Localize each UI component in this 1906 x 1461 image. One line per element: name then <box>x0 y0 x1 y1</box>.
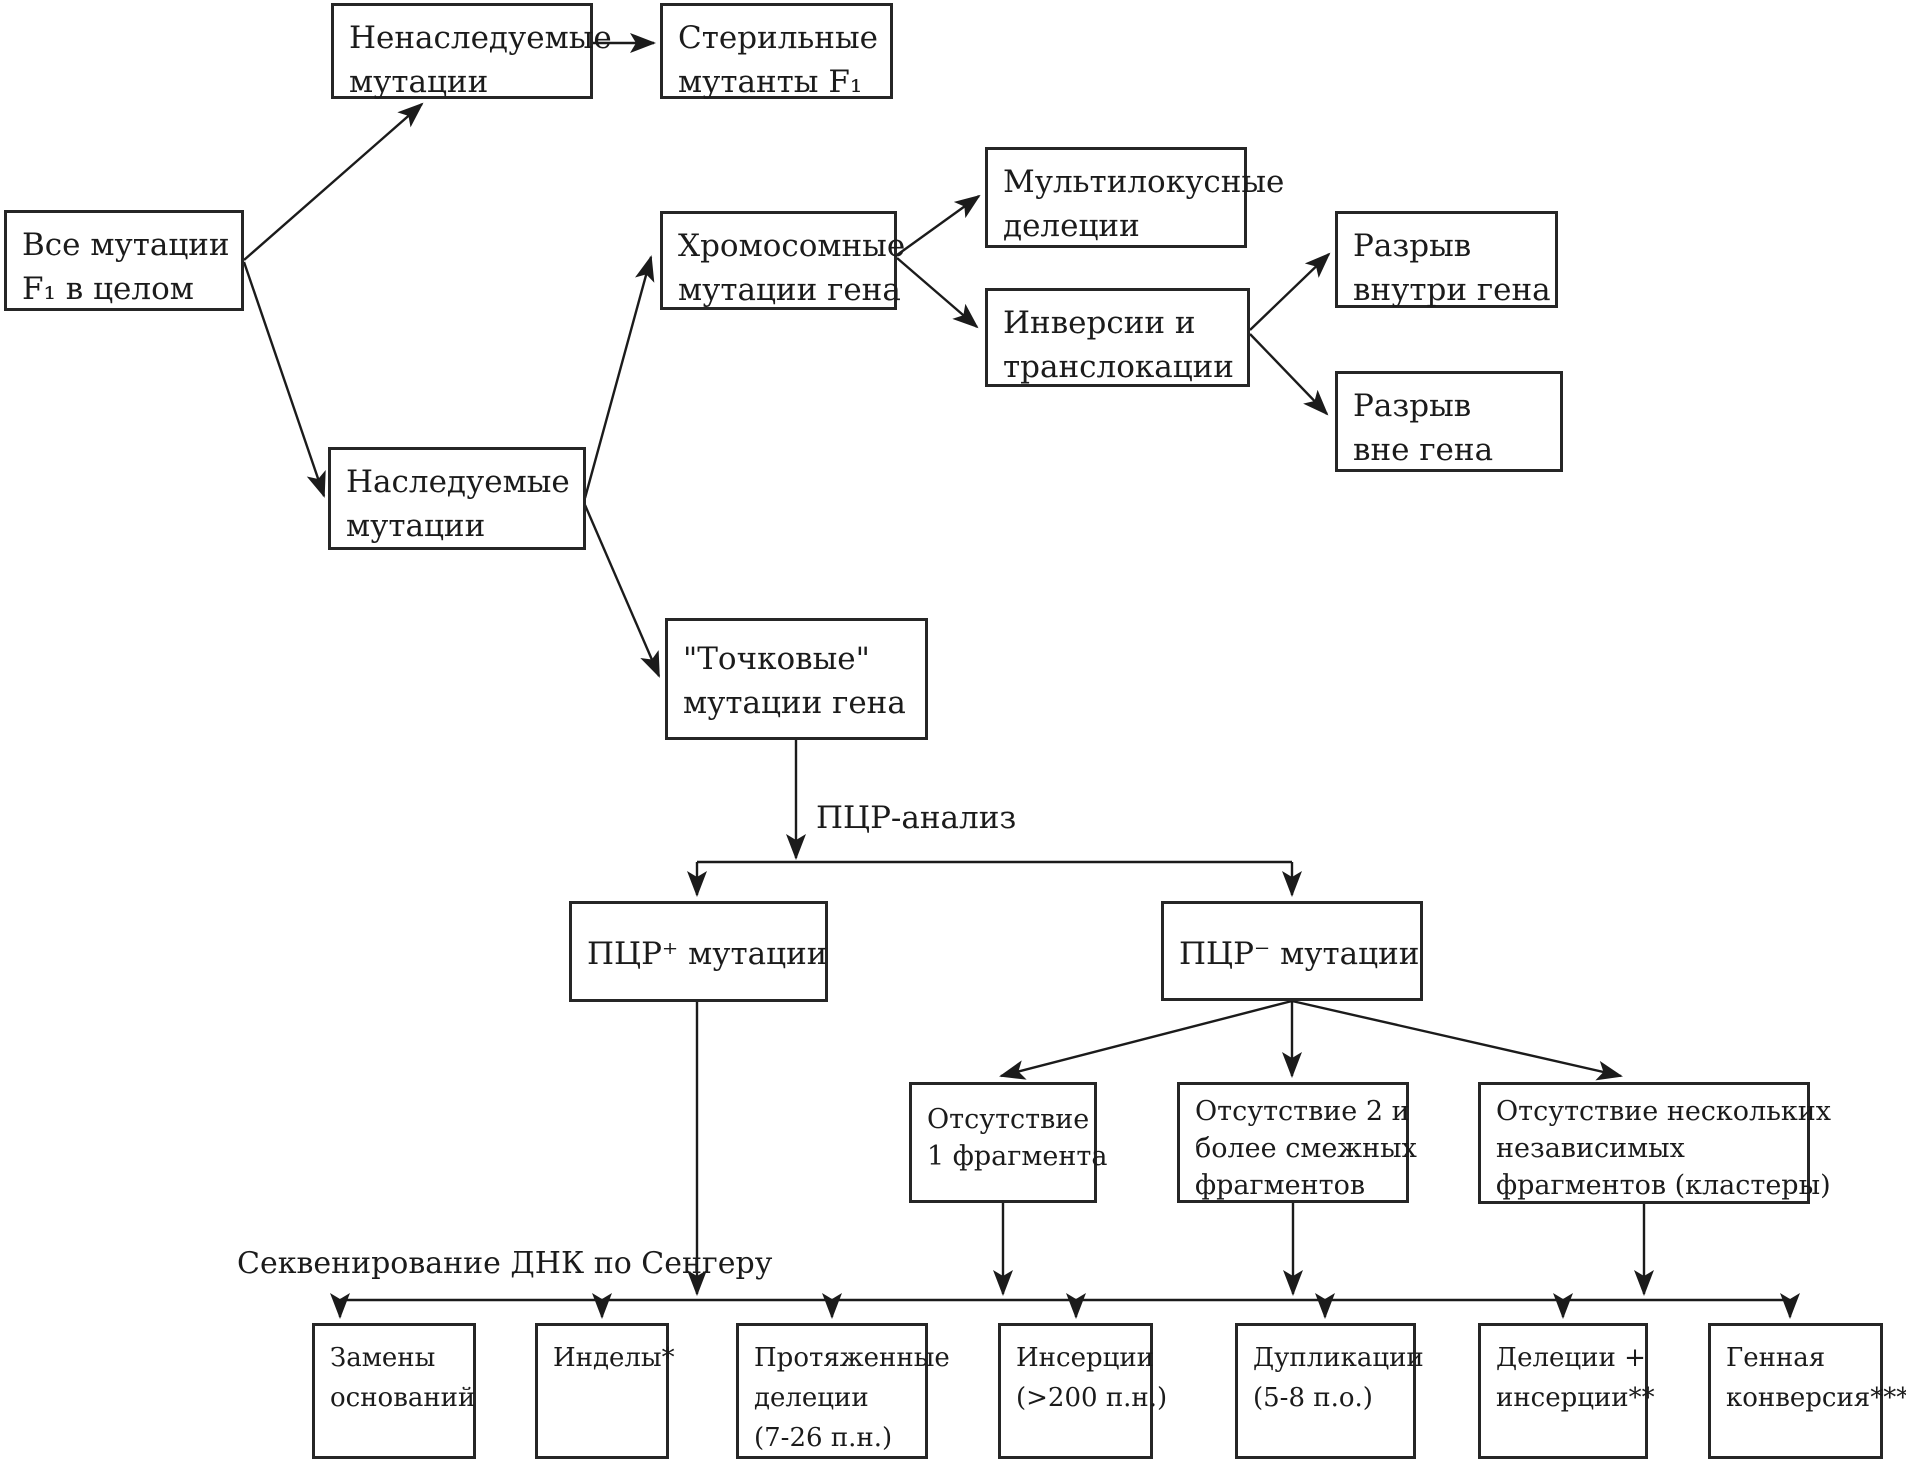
node-label: Ненаследуемые <box>349 20 612 56</box>
node-label: Наследуемые <box>346 464 570 500</box>
node-label: независимых <box>1496 1133 1685 1164</box>
node-absence-1-fragment: Отсутствие 1 фрагмента <box>909 1082 1108 1203</box>
node-long-deletions: Протяженные делеции (7-26 п.н.) <box>736 1323 950 1459</box>
arrow-all-to-heritable <box>242 261 326 498</box>
node-label: фрагментов (кластеры) <box>1496 1170 1831 1201</box>
arrow-all-to-nonheritable <box>243 102 424 261</box>
node-nonheritable-mutations: Ненаследуемые мутации <box>331 3 612 100</box>
node-label: мутанты F₁ <box>678 64 863 100</box>
arrow-heritable-to-point <box>583 504 661 678</box>
node-inversions-translocations: Инверсии и транслокации <box>985 288 1250 387</box>
node-label: Разрыв <box>1353 388 1472 424</box>
node-multilocus-deletions: Мультилокусные делеции <box>985 147 1285 248</box>
node-label: делеции <box>754 1383 869 1413</box>
node-label: мутации гена <box>678 272 901 308</box>
node-label: конверсия*** <box>1726 1383 1906 1413</box>
node-label: мутации <box>349 64 489 100</box>
node-label: 1 фрагмента <box>927 1141 1108 1172</box>
node-label: Все мутации <box>22 227 230 263</box>
node-label: Стерильные <box>678 20 878 56</box>
node-label: Протяженные <box>754 1343 950 1373</box>
node-point-mutations: "Точковые" мутации гена <box>665 618 928 740</box>
arrow-inversions-to-break-inside <box>1249 252 1331 331</box>
node-sterile-mutants: Стерильные мутанты F₁ <box>660 3 893 100</box>
node-label: Делеции + <box>1496 1343 1646 1373</box>
node-label: внутри гена <box>1353 272 1551 308</box>
node-label: Замены <box>330 1343 436 1373</box>
node-label: Инсерции <box>1016 1343 1154 1373</box>
arrow-inversions-to-break-outside <box>1249 333 1329 416</box>
node-heritable-mutations: Наследуемые мутации <box>328 447 586 550</box>
node-deletions-plus-insertions: Делеции + инсерции** <box>1478 1323 1655 1459</box>
node-label: ПЦР⁻ мутации <box>1179 936 1420 972</box>
node-label: "Точковые" <box>683 641 870 677</box>
node-label: Генная <box>1726 1343 1826 1373</box>
node-label: транслокации <box>1003 349 1234 385</box>
node-chromosomal-mutations: Хромосомные мутации гена <box>660 211 906 310</box>
node-insertions: Инсерции (>200 п.н.) <box>998 1323 1168 1459</box>
node-absence-2-adjacent-fragments: Отсутствие 2 и более смежных фрагментов <box>1177 1082 1417 1203</box>
pcr-analysis-label: ПЦР-анализ <box>816 800 1017 836</box>
node-label: (>200 п.н.) <box>1016 1383 1168 1413</box>
node-label: вне гена <box>1353 432 1494 468</box>
arrow-chromosomal-to-inversions <box>896 257 979 329</box>
node-label: Хромосомные <box>678 228 906 264</box>
node-duplications: Дупликации (5-8 п.о.) <box>1235 1323 1424 1459</box>
node-break-outside-gene: Разрыв вне гена <box>1335 371 1563 472</box>
node-gene-conversion: Генная конверсия*** <box>1708 1323 1906 1459</box>
node-label: F₁ в целом <box>22 271 194 307</box>
node-label: Отсутствие 2 и <box>1195 1096 1410 1127</box>
sanger-sequencing-label: Секвенирование ДНК по Сенгеру <box>237 1246 773 1281</box>
node-label: (7-26 п.н.) <box>754 1423 893 1453</box>
node-break-inside-gene: Разрыв внутри гена <box>1335 211 1558 308</box>
node-label: Разрыв <box>1353 228 1472 264</box>
node-pcr-plus-mutations: ПЦР⁺ мутации <box>569 901 828 1002</box>
node-label: фрагментов <box>1195 1170 1366 1201</box>
arrow-pcrminus-to-absence1 <box>999 999 1293 1080</box>
node-label: (5-8 п.о.) <box>1253 1383 1373 1413</box>
arrow-chromosomal-to-multilocus <box>896 194 981 256</box>
node-label: мутации гена <box>683 685 906 721</box>
node-label: более смежных <box>1195 1133 1417 1164</box>
node-label: оснований <box>330 1383 476 1413</box>
node-label: Отсутствие <box>927 1104 1090 1135</box>
arrow-heritable-to-chromosomal <box>583 255 655 499</box>
node-label: Инделы* <box>553 1343 675 1373</box>
node-absence-independent-clusters: Отсутствие нескольких независимых фрагме… <box>1478 1082 1832 1204</box>
node-label: инсерции** <box>1496 1383 1655 1413</box>
node-indels: Инделы* <box>535 1323 675 1459</box>
node-all-mutations: Все мутации F₁ в целом <box>4 210 244 311</box>
node-label: Дупликации <box>1253 1343 1424 1373</box>
node-label: Мультилокусные <box>1003 164 1285 200</box>
node-label: Отсутствие нескольких <box>1496 1096 1832 1127</box>
node-base-substitutions: Замены оснований <box>312 1323 476 1459</box>
node-label: Инверсии и <box>1003 305 1196 341</box>
node-label: ПЦР⁺ мутации <box>587 936 828 972</box>
node-label: мутации <box>346 508 486 544</box>
arrow-pcrminus-to-absence3 <box>1291 999 1623 1081</box>
node-pcr-minus-mutations: ПЦР⁻ мутации <box>1161 901 1423 1001</box>
node-label: делеции <box>1003 208 1140 244</box>
